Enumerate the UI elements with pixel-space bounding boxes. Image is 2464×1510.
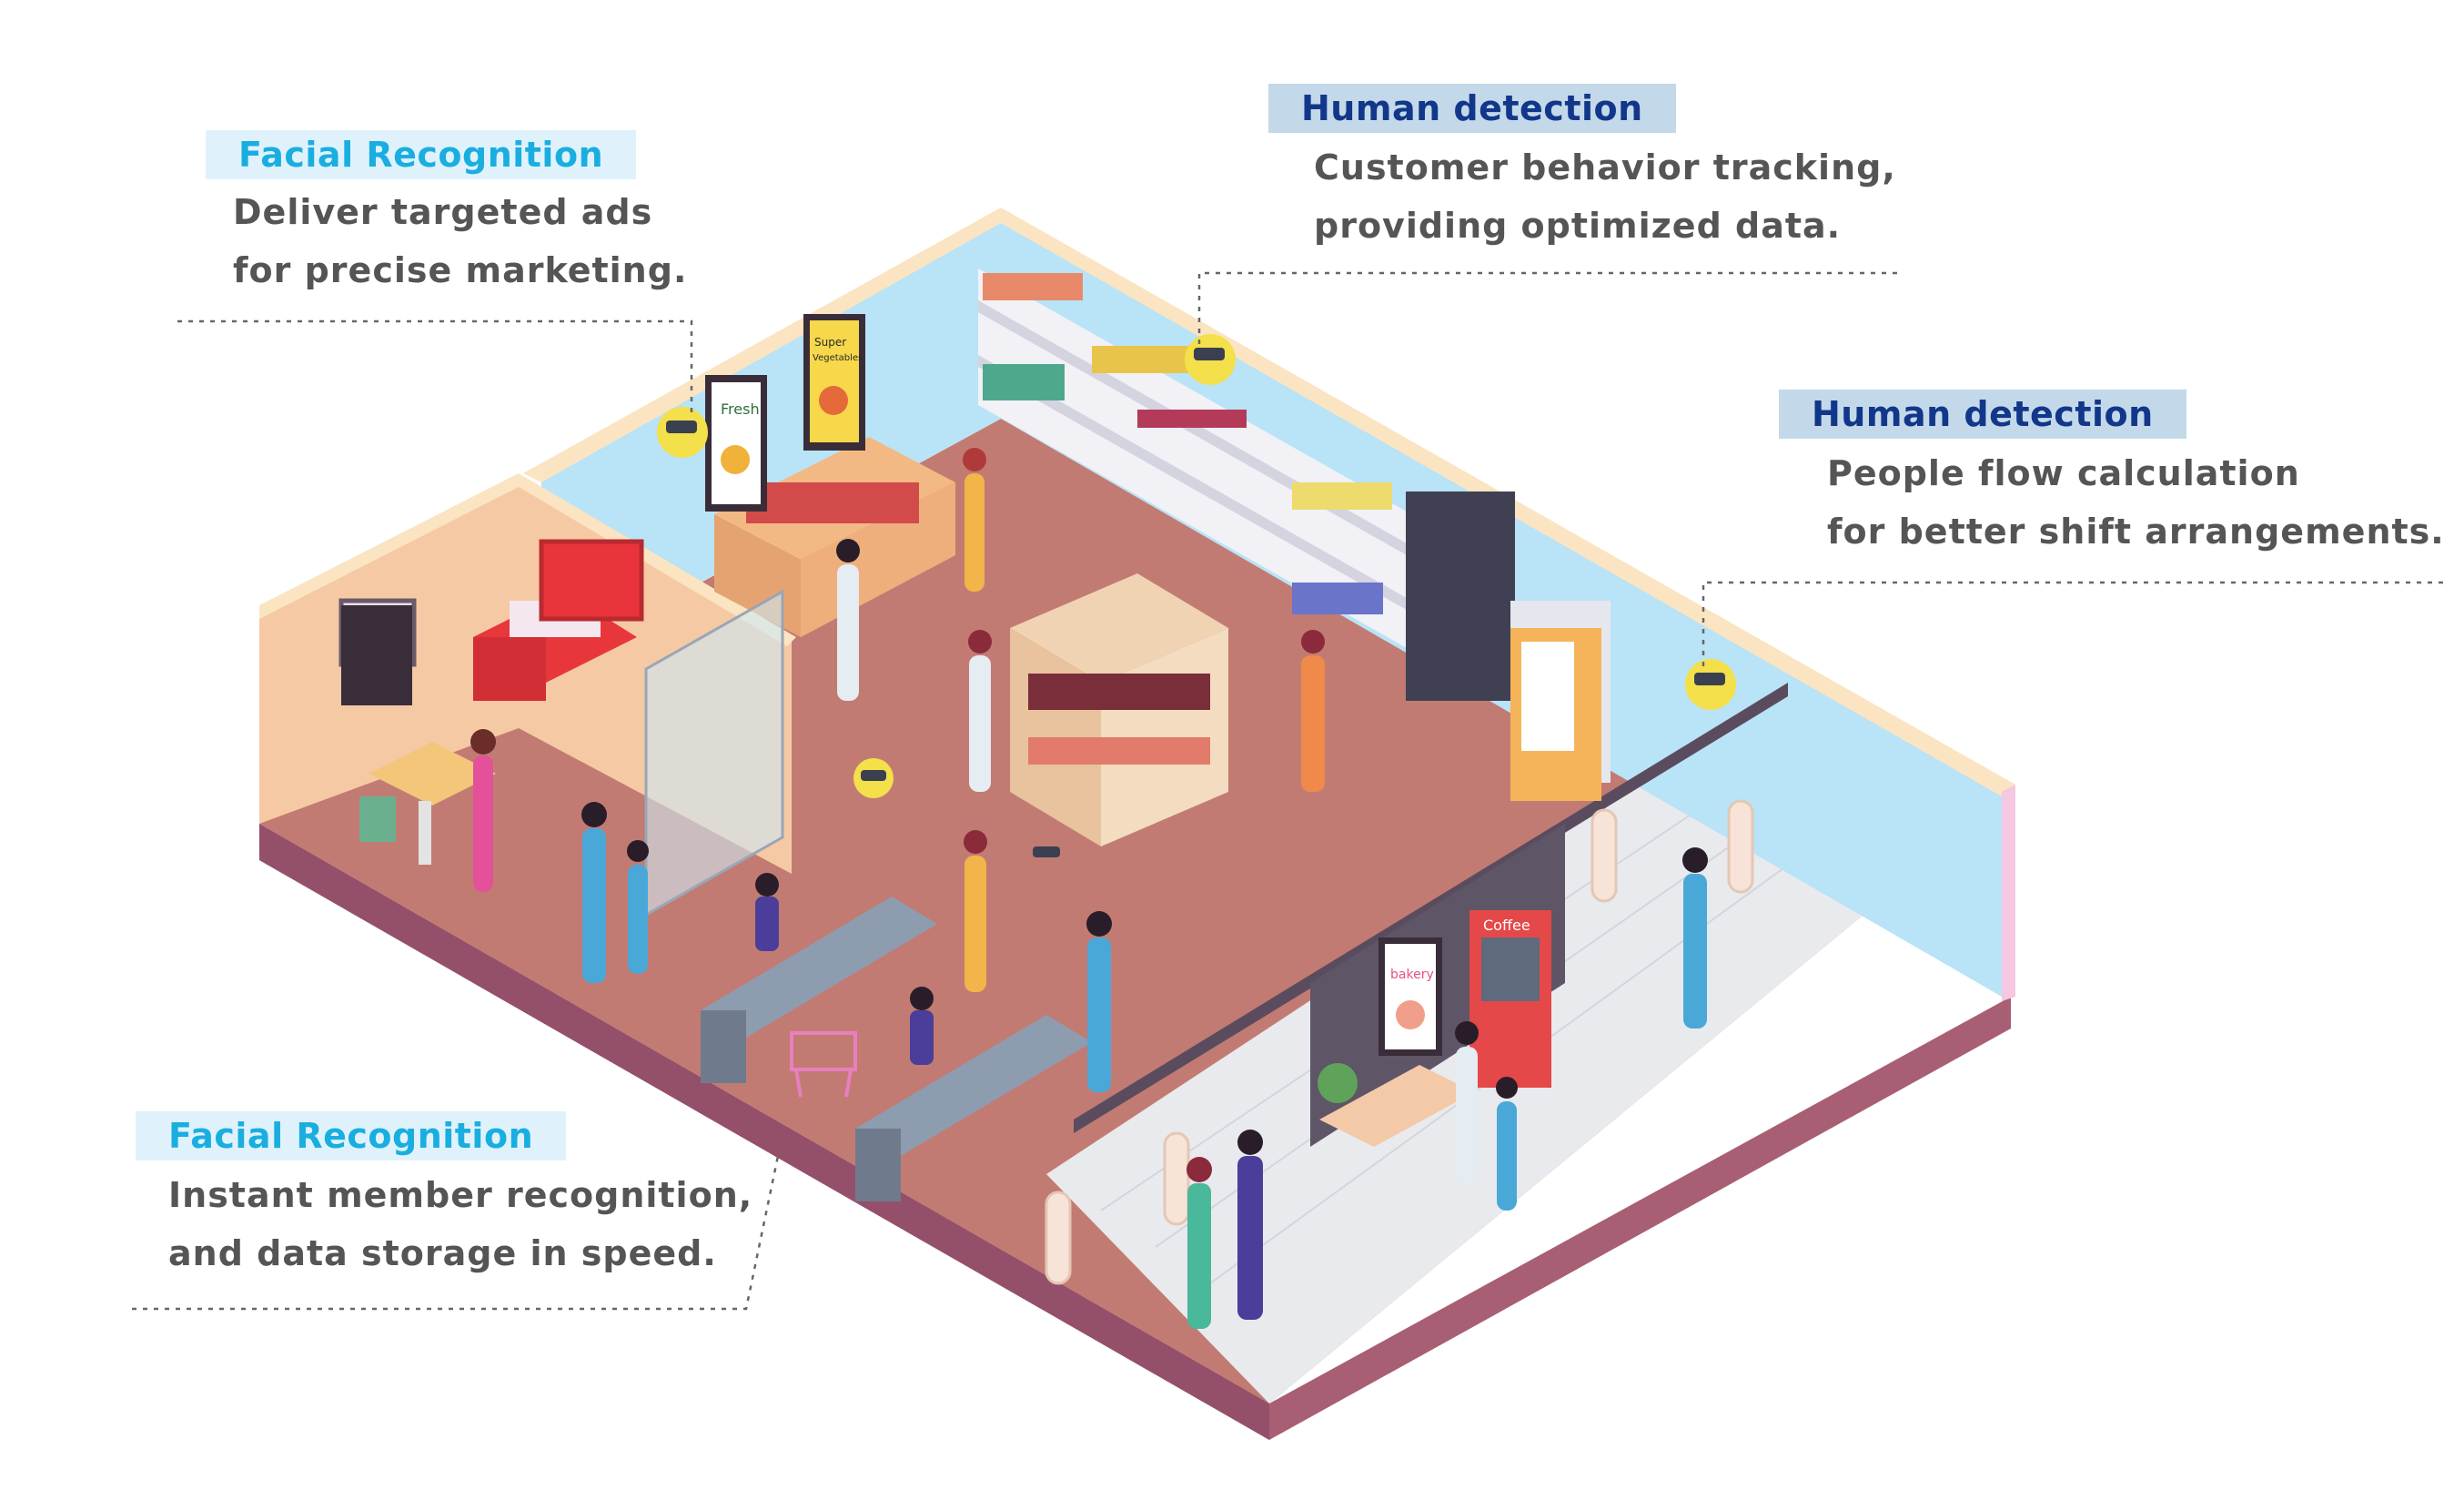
callout-text: People flow calculation for better shift… (1827, 444, 2445, 561)
checkout-counters (701, 897, 1092, 1201)
svg-text:bakery: bakery (1390, 968, 1434, 982)
callout-line: providing optimized data. (1314, 206, 1842, 246)
back-shelves (978, 269, 1419, 655)
shopping-cart (790, 1031, 857, 1098)
callout-line: People flow calculation (1827, 453, 2300, 493)
callout-human-detection-flow: Human detection People flow calculation … (1779, 390, 2445, 561)
callout-human-detection-behavior: Human detection Customer behavior tracki… (1268, 84, 1896, 255)
planter-bench (1318, 1063, 1474, 1147)
callout-line: Customer behavior tracking, (1314, 147, 1896, 187)
callout-tag: Facial Recognition (136, 1111, 567, 1160)
callout-tag: Human detection (1779, 390, 2186, 439)
cafe-wall-trim (259, 473, 796, 646)
poster-super-vegetables: Super Vegetables (803, 314, 865, 451)
coffee-vending-machine: Coffee (1469, 910, 1551, 1088)
floor-base (259, 824, 2011, 1440)
poster-fresh: Fresh (705, 375, 767, 512)
callout-tag: Human detection (1268, 84, 1676, 133)
camera-icon (1185, 334, 1236, 385)
callout-facial-recognition-member: Facial Recognition Instant member recogn… (136, 1111, 752, 1282)
camera-icon (1685, 659, 1736, 710)
cafe-table (359, 742, 496, 865)
svg-text:Super: Super (814, 336, 846, 349)
poster-bakery: bakery (1378, 937, 1442, 1056)
camera-icon (1033, 846, 1060, 857)
callout-facial-recognition-ads: Facial Recognition Deliver targeted ads … (206, 130, 687, 299)
callout-line: Deliver targeted ads (233, 192, 653, 232)
svg-text:Fresh: Fresh (721, 400, 760, 418)
drink-vending-machine (1510, 628, 1601, 801)
callout-text: Customer behavior tracking, providing op… (1314, 138, 1896, 255)
wine-shelf (1010, 573, 1228, 846)
callout-tag: Facial Recognition (206, 130, 637, 179)
glass-panel (644, 589, 784, 917)
security-gates (1045, 799, 1754, 1285)
camera-icon (657, 407, 708, 458)
right-side-wall (2002, 785, 2015, 1001)
svg-text:Coffee: Coffee (1483, 917, 1530, 934)
camera-icon (853, 758, 894, 798)
callout-line: Instant member recognition, (168, 1175, 753, 1215)
callout-line: for precise marketing. (233, 250, 688, 290)
poster-cafe (341, 605, 412, 705)
leader-lines (132, 271, 2443, 1311)
callout-text: Instant member recognition, and data sto… (168, 1166, 752, 1282)
callout-line: for better shift arrangements. (1827, 512, 2445, 552)
callout-line: and data storage in speed. (168, 1233, 717, 1273)
shoppers (470, 448, 1708, 1329)
svg-text:Vegetables: Vegetables (813, 353, 863, 363)
callout-text: Deliver targeted ads for precise marketi… (233, 183, 687, 299)
